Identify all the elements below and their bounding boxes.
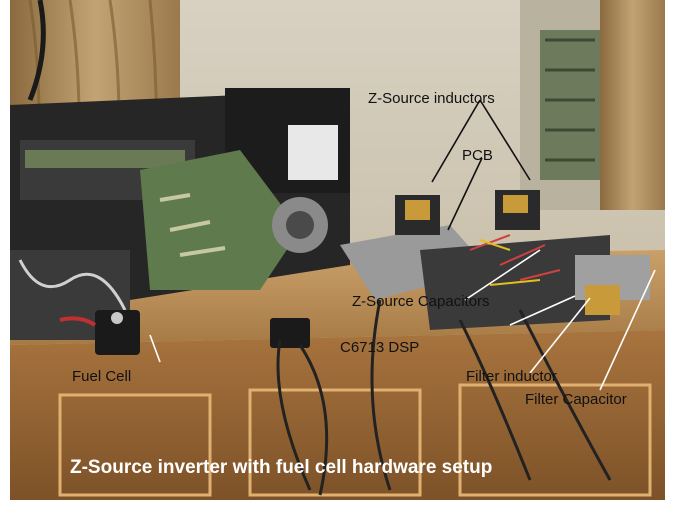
figure-caption: Z-Source inverter with fuel cell hardwar… <box>70 457 492 478</box>
label-z-source-capacitors: Z-Source Capacitors <box>352 293 490 310</box>
fuel-cell-module <box>59 310 140 355</box>
annotation-arrows <box>149 99 656 391</box>
z-source-inverter-board <box>270 190 650 496</box>
label-c6713-dsp: C6713 DSP <box>340 339 419 356</box>
fuel-cell-unit <box>10 0 350 340</box>
label-z-source-inductors: Z-Source inductors <box>368 90 495 107</box>
table <box>10 250 665 500</box>
label-filter-inductor: Filter inductor <box>466 368 557 385</box>
label-filter-capacitor: Filter Capacitor <box>525 391 627 408</box>
label-pcb: PCB <box>462 147 493 164</box>
label-fuel-cell: Fuel Cell <box>72 368 131 385</box>
